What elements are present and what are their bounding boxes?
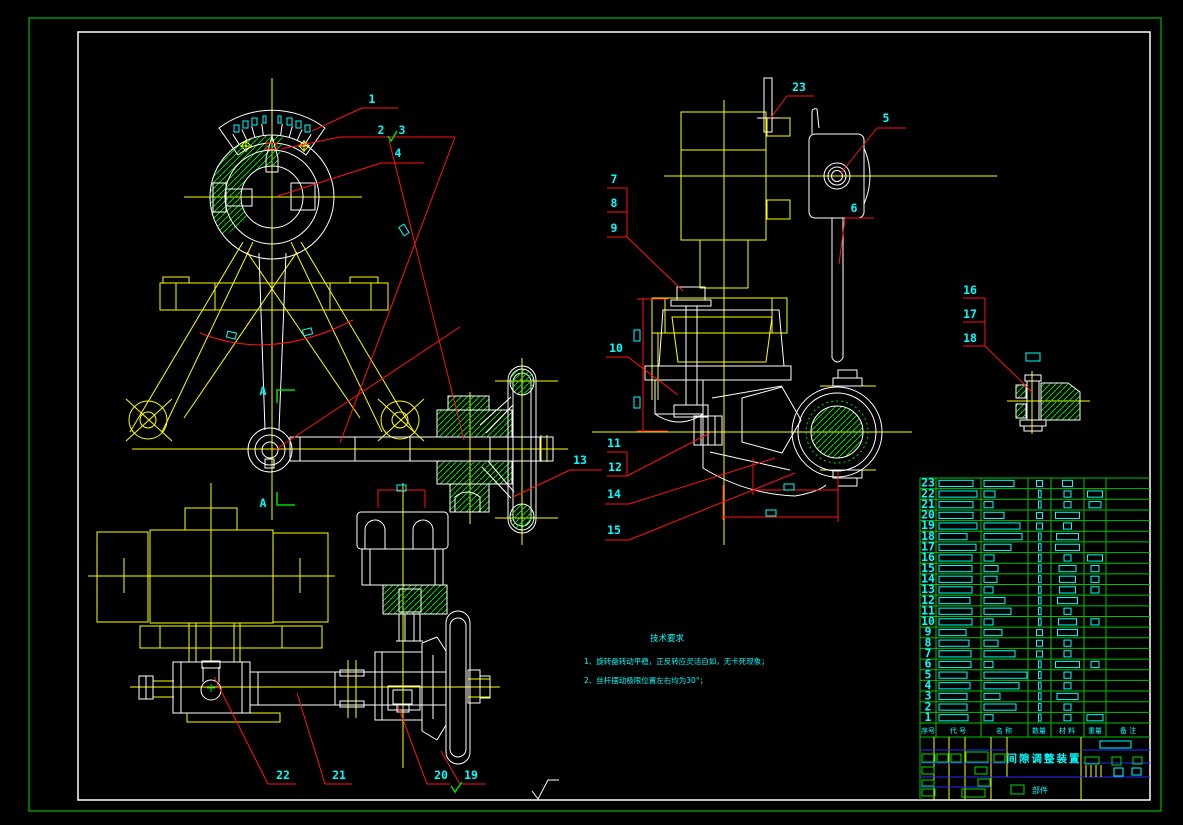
callout-3: 3 [399,123,406,137]
header-no: 序号 [921,726,935,735]
header-remarks: 备 注 [1120,726,1136,735]
header-code: 代 号 [950,726,966,735]
section-label-bottom: A [260,496,267,510]
part-row-no-1: 1 [925,710,932,724]
callout-19: 19 [464,768,478,782]
header-material: 材 料 [1059,726,1075,735]
section-mark-bottom [277,492,295,505]
callout-7: 7 [611,172,618,186]
header-weight: 重量 [1088,727,1102,735]
parts-table: 2322212019181716151413121110987654321 [920,476,1150,737]
callout-22: 22 [276,768,290,782]
technical-notes: 技术要求 1、旋转盘转动平稳，正反转应灵活自如，无卡死现象； 2、丝杆摆动极限位… [584,633,769,685]
callout-1: 1 [369,92,376,106]
leader-lines-side [605,96,906,540]
view-side [592,78,997,545]
parts-table-header: 序号 代 号 名 称 数量 材 料 重量 备 注 [921,726,1136,735]
callout-13: 13 [573,453,587,467]
view-section-small [357,483,448,768]
callout-9: 9 [611,221,618,235]
callout-5: 5 [883,111,890,125]
callout-16: 16 [963,283,977,297]
section-label-top: A [260,384,267,398]
callout-10: 10 [609,341,623,355]
view-top [88,483,335,662]
surface-finish-check-1 [388,131,397,141]
drawing-frame [29,18,1161,811]
part-type-label: 部件 [1032,785,1048,795]
view-front: A A [126,78,602,545]
callout-18: 18 [963,331,977,345]
callout-21: 21 [332,768,346,782]
center-mark [207,684,215,692]
header-qty: 数量 [1032,726,1046,735]
callout-2: 2 [378,123,385,137]
notes-line-1: 1、旋转盘转动平稳，正反转应灵活自如，无卡死现象； [584,656,769,666]
callout-6: 6 [851,201,858,215]
drawing-title: 间隙调整装置 [1007,752,1082,765]
notes-title: 技术要求 [650,633,685,644]
callout-17: 17 [963,307,977,321]
surface-finish-check-3 [532,780,559,799]
surface-finish-check-2 [451,782,462,792]
notes-line-2: 2、丝杆摆动极限位置左右均为30°； [584,675,707,685]
callout-11: 11 [607,436,621,450]
header-name: 名 称 [996,726,1012,735]
title-block: 间隙调整装置 部件 [920,737,1150,800]
callout-12: 12 [608,460,622,474]
callout-20: 20 [434,768,448,782]
callout-4: 4 [395,146,402,160]
callout-15: 15 [607,523,621,537]
callout-23: 23 [792,80,806,94]
callout-8: 8 [611,196,618,210]
dimension-small-view [378,490,425,508]
callout-14: 14 [607,487,621,501]
view-detail [963,298,1090,434]
